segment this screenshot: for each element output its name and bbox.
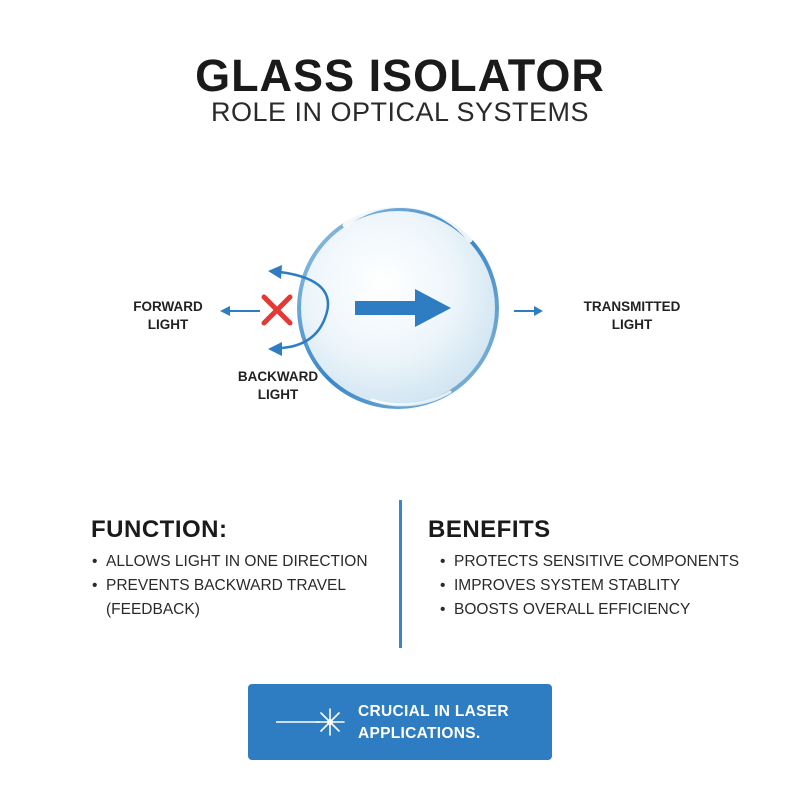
page-title: GLASS ISOLATOR	[195, 50, 605, 101]
isolator-diagram	[220, 207, 543, 409]
laser-spark-icon	[276, 708, 345, 736]
transmitted-light-arrow	[514, 306, 543, 316]
benefits-heading: BENEFITS	[428, 516, 551, 543]
function-continuation: (FEEDBACK)	[106, 601, 200, 618]
forward-light-arrow	[220, 306, 260, 316]
transmitted-light-label: TRANSMITTED LIGHT	[583, 299, 681, 332]
forward-light-label: FORWARD LIGHT	[133, 299, 203, 332]
list-item: IMPROVES SYSTEM STABLITY	[440, 574, 739, 598]
backward-light-label: BACKWARD LIGHT	[237, 369, 319, 402]
page-subtitle: ROLE IN OPTICAL SYSTEMS	[210, 97, 590, 127]
list-item: PROTECTS SENSITIVE COMPONENTS	[440, 550, 739, 574]
list-item: PREVENTS BACKWARD TRAVEL	[92, 574, 368, 598]
list-item: ALLOWS LIGHT IN ONE DIRECTION	[92, 550, 368, 574]
backward-light-curve	[268, 265, 330, 356]
section-divider	[399, 500, 402, 648]
function-heading: FUNCTION:	[91, 516, 228, 543]
callout-text: CRUCIAL IN LASER APPLICATIONS.	[358, 703, 509, 742]
list-item: BOOSTS OVERALL EFFICIENCY	[440, 598, 739, 622]
transmission-arrow	[355, 289, 451, 327]
function-list: ALLOWS LIGHT IN ONE DIRECTION PREVENTS B…	[92, 550, 368, 598]
blocked-x-icon	[261, 294, 293, 326]
benefits-list: PROTECTS SENSITIVE COMPONENTS IMPROVES S…	[440, 550, 739, 622]
laser-callout-banner: CRUCIAL IN LASER APPLICATIONS.	[248, 684, 552, 760]
